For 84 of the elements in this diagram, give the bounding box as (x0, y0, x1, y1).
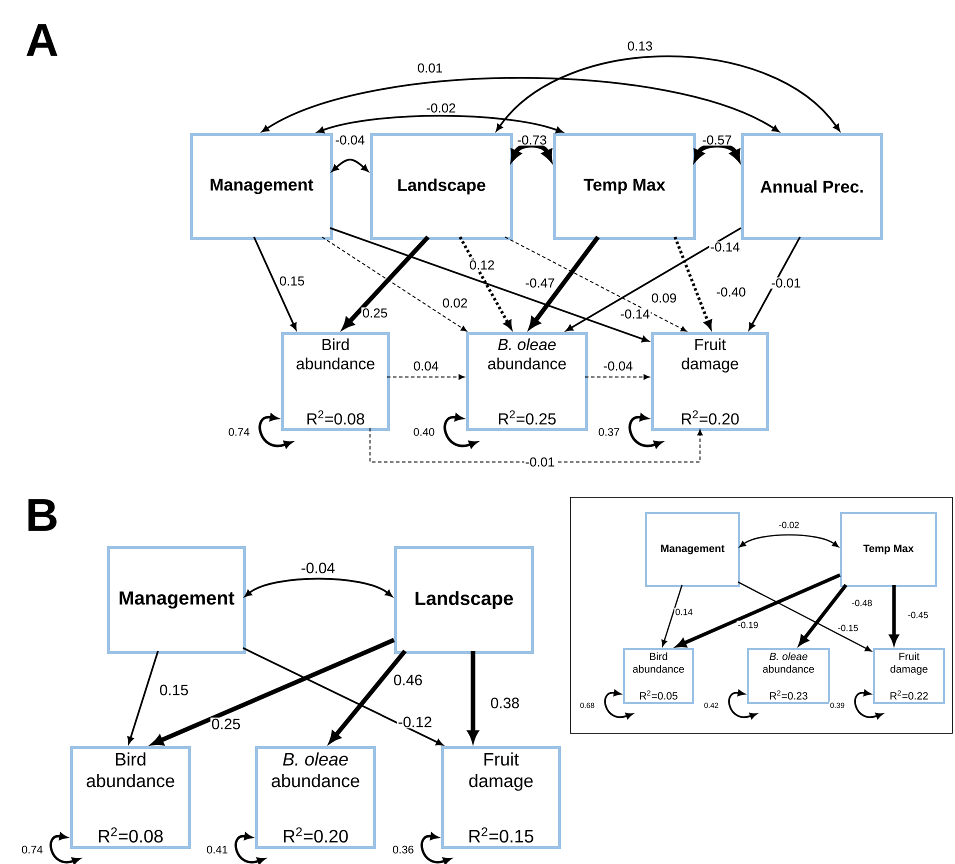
edge-label: -0.01 (770, 277, 802, 289)
edge-label: -0.57 (701, 134, 733, 146)
edge-label: 0.25 (361, 307, 389, 319)
path-arrow (676, 573, 841, 648)
path-arrow (253, 236, 297, 330)
edge-label: -0.01 (524, 456, 556, 468)
edge-label: 0.38 (489, 696, 521, 710)
path-arrow (458, 236, 512, 330)
residual-arrow (628, 414, 662, 448)
variable-box: B. oleae abundance R$^{2}$=0.25 (466, 332, 588, 431)
residual-arrow (604, 690, 633, 719)
correlation-arrow (317, 114, 563, 134)
path-arrow (342, 235, 430, 330)
residual-arrow (444, 414, 478, 448)
edge-label: 0.46 (392, 674, 424, 686)
edge-label: -0.14 (709, 241, 741, 253)
edge-label: -0.02 (778, 520, 800, 530)
path-arrow (566, 227, 742, 332)
variable-box: Management (190, 133, 333, 240)
correlation-arrow (244, 578, 392, 597)
variable-box: Landscape (370, 133, 513, 240)
variable-box: Landscape (394, 546, 534, 654)
edge-label: -0.19 (736, 620, 760, 630)
variable-box: B. oleae abundance R$^{2}$=0.23 (747, 648, 830, 704)
variable-box: Management (645, 512, 740, 587)
edge-label: 0.40 (412, 427, 436, 437)
variable-box: Fruit damage R$^{2}$=0.15 (441, 746, 561, 849)
variable-box: B. oleae abundance R$^{2}$=0.20 (255, 746, 376, 849)
inset-frame (570, 497, 953, 734)
edge-label: 0.74 (227, 427, 251, 437)
edge-label: -0.04 (300, 562, 336, 574)
edge-label: -0.12 (396, 716, 434, 728)
path-arrow (798, 584, 848, 646)
edge-label: -0.02 (425, 102, 457, 114)
edge-label: 0.15 (278, 275, 306, 287)
edge-label: 0.12 (468, 259, 496, 271)
residual-arrow (420, 832, 451, 864)
path-arrow (127, 650, 159, 744)
variable-box: Bird abundance R$^{2}$=0.08 (281, 332, 390, 431)
edge-label: -0.04 (334, 134, 366, 146)
edge-label: 0.74 (20, 844, 44, 854)
edge-label: 0.41 (206, 844, 229, 854)
variable-box: Bird abundance R$^{2}$=0.05 (623, 648, 694, 704)
edge-label: 0.36 (392, 844, 415, 854)
panel-letter: A (26, 24, 58, 56)
panel-letter: B (28, 499, 57, 531)
path-arrow (370, 428, 703, 462)
path-arrow (738, 581, 872, 652)
edge-label: -0.15 (836, 624, 860, 632)
correlation-arrow (332, 158, 368, 172)
correlation-arrow (739, 534, 839, 548)
edge-label: -0.40 (715, 286, 747, 298)
variable-box: Management (107, 546, 246, 654)
edge-label: -0.04 (602, 360, 634, 372)
residual-arrow (234, 832, 265, 864)
path-arrow (661, 584, 683, 646)
edge-label: 0.02 (441, 297, 469, 309)
edge-label: -0.48 (850, 598, 874, 608)
path-arrow (674, 236, 712, 330)
edge-label: 0.13 (626, 40, 654, 52)
variable-box: Annual Prec. (741, 133, 883, 240)
edge-label: -0.14 (619, 308, 651, 320)
variable-box: Bird abundance R$^{2}$=0.08 (70, 746, 191, 849)
variable-box: Fruit damage R$^{2}$=0.20 (651, 332, 769, 431)
path-arrow (322, 236, 467, 332)
variable-box: Temp Max (553, 133, 696, 240)
residual-arrow (854, 690, 883, 719)
path-arrow (584, 374, 650, 380)
correlation-arrow (496, 55, 840, 132)
variable-box: Temp Max (840, 512, 937, 587)
edge-label: -0.73 (516, 134, 548, 146)
path-arrow (386, 374, 465, 380)
edge-label: 0.37 (597, 427, 621, 437)
path-arrow (748, 236, 801, 330)
correlation-arrow (262, 77, 780, 132)
edge-label: 0.14 (674, 608, 694, 616)
edge-label: -0.45 (906, 610, 930, 620)
residual-arrow (258, 414, 292, 448)
residual-arrow (50, 832, 80, 864)
edge-label: 0.09 (650, 292, 678, 304)
edge-label: 0.01 (416, 62, 444, 74)
edge-label: 0.04 (412, 360, 440, 372)
residual-arrow (728, 690, 757, 719)
variable-box: Fruit damage R$^{2}$=0.22 (873, 648, 945, 704)
